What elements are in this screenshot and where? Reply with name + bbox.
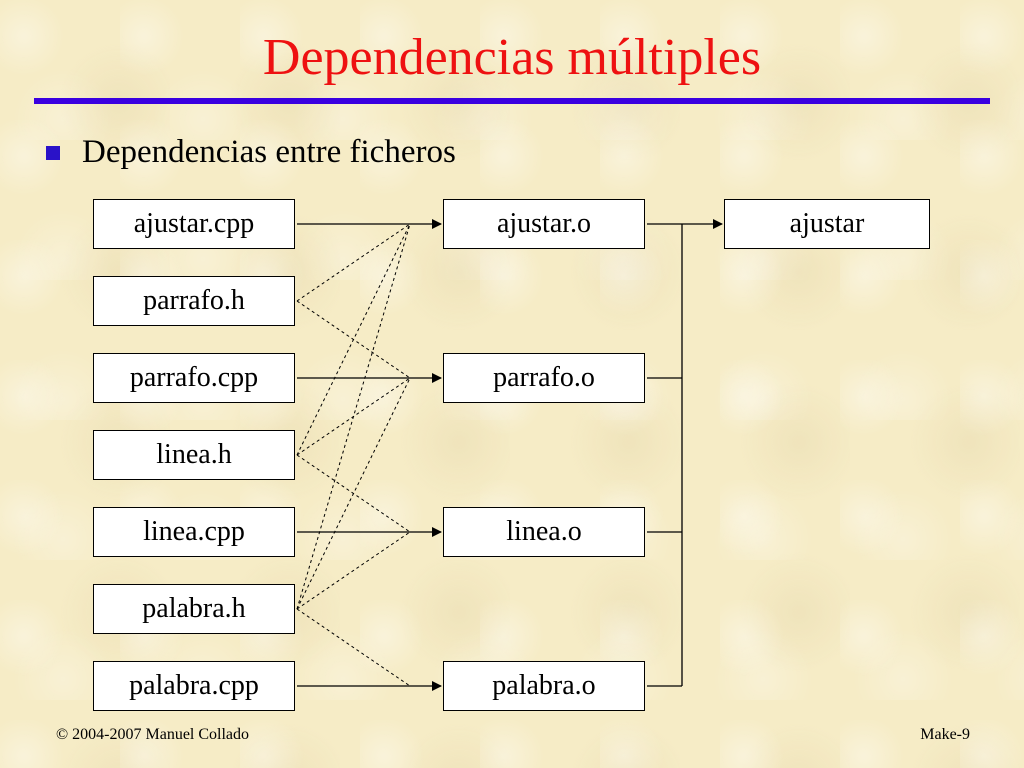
object-file-box: parrafo.o [443,353,645,403]
title-divider [34,98,990,104]
bullet-text: Dependencias entre ficheros [82,134,456,170]
footer-copyright: © 2004-2007 Manuel Collado [56,726,250,743]
target-executable-box: ajustar [724,199,930,249]
bullet-square-icon [46,146,60,160]
source-file-box: linea.cpp [93,507,295,557]
footer-slide-number: Make-9 [920,726,970,743]
source-file-box: ajustar.cpp [93,199,295,249]
source-file-box: palabra.h [93,584,295,634]
object-file-box: linea.o [443,507,645,557]
dashed-dependency-line [296,377,411,610]
source-file-box: parrafo.cpp [93,353,295,403]
object-file-box: palabra.o [443,661,645,711]
slide-title: Dependencias múltiples [262,29,762,86]
dashed-dependency-line [296,223,411,456]
dashed-dependency-line [296,223,411,302]
source-file-box: palabra.cpp [93,661,295,711]
dashed-dependency-line [296,608,411,687]
object-file-box: ajustar.o [443,199,645,249]
dashed-dependency-line [296,223,411,610]
source-file-box: linea.h [93,430,295,480]
source-file-box: parrafo.h [93,276,295,326]
dashed-dependency-line [296,531,411,610]
